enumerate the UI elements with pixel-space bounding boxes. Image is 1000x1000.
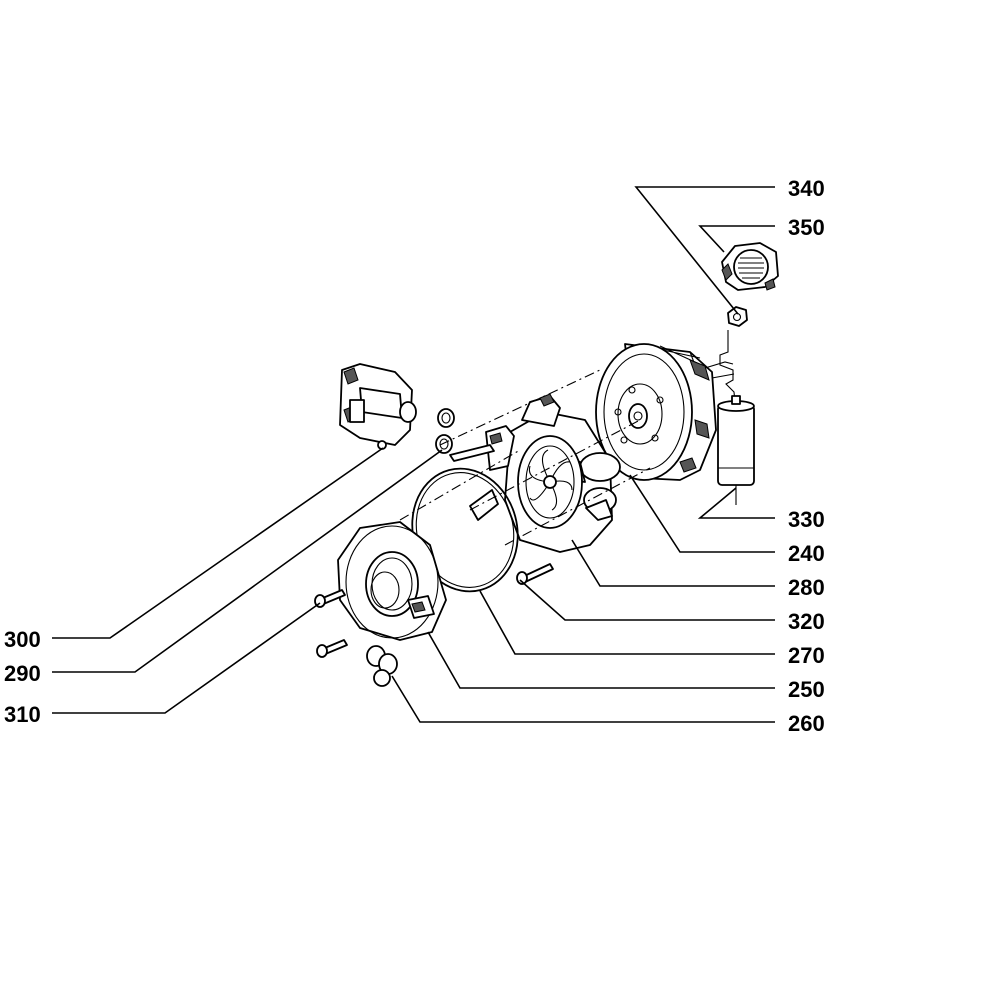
leader-250 — [427, 631, 775, 689]
leader-lines — [52, 186, 775, 723]
callout-labels: 340 350 330 240 280 320 270 250 260 300 … — [4, 176, 825, 736]
leader-350 — [698, 225, 775, 253]
callout-290: 290 — [4, 661, 41, 686]
leader-300 — [52, 447, 384, 639]
part-300-valve — [339, 363, 417, 450]
part-290-seals — [435, 408, 455, 454]
callout-240: 240 — [788, 541, 825, 566]
callout-320: 320 — [788, 609, 825, 634]
part-240-motor — [595, 343, 735, 481]
callout-300: 300 — [4, 627, 41, 652]
part-330-capacitor — [717, 395, 755, 505]
part-260-caps — [366, 645, 398, 687]
callout-280: 280 — [788, 575, 825, 600]
assembly-axis-lines — [399, 369, 651, 546]
part-250-cover — [337, 521, 447, 641]
leader-290 — [52, 449, 443, 673]
leader-270 — [479, 590, 775, 655]
callout-270: 270 — [788, 643, 825, 668]
part-320-screw — [516, 563, 554, 585]
leader-280 — [571, 539, 775, 587]
callout-350: 350 — [788, 215, 825, 240]
leader-240 — [629, 474, 775, 553]
part-280-pump-housing — [449, 393, 621, 553]
wire — [719, 330, 736, 403]
leader-320 — [519, 579, 775, 621]
leader-310 — [52, 602, 321, 714]
callout-310: 310 — [4, 702, 41, 727]
callout-330: 330 — [788, 507, 825, 532]
leader-340 — [634, 186, 775, 315]
leader-260 — [391, 675, 775, 723]
callout-250: 250 — [788, 677, 825, 702]
leader-330 — [697, 487, 775, 519]
part-350-connector — [721, 242, 779, 291]
part-340-nut — [727, 306, 748, 327]
callout-260: 260 — [788, 711, 825, 736]
callout-340: 340 — [788, 176, 825, 201]
